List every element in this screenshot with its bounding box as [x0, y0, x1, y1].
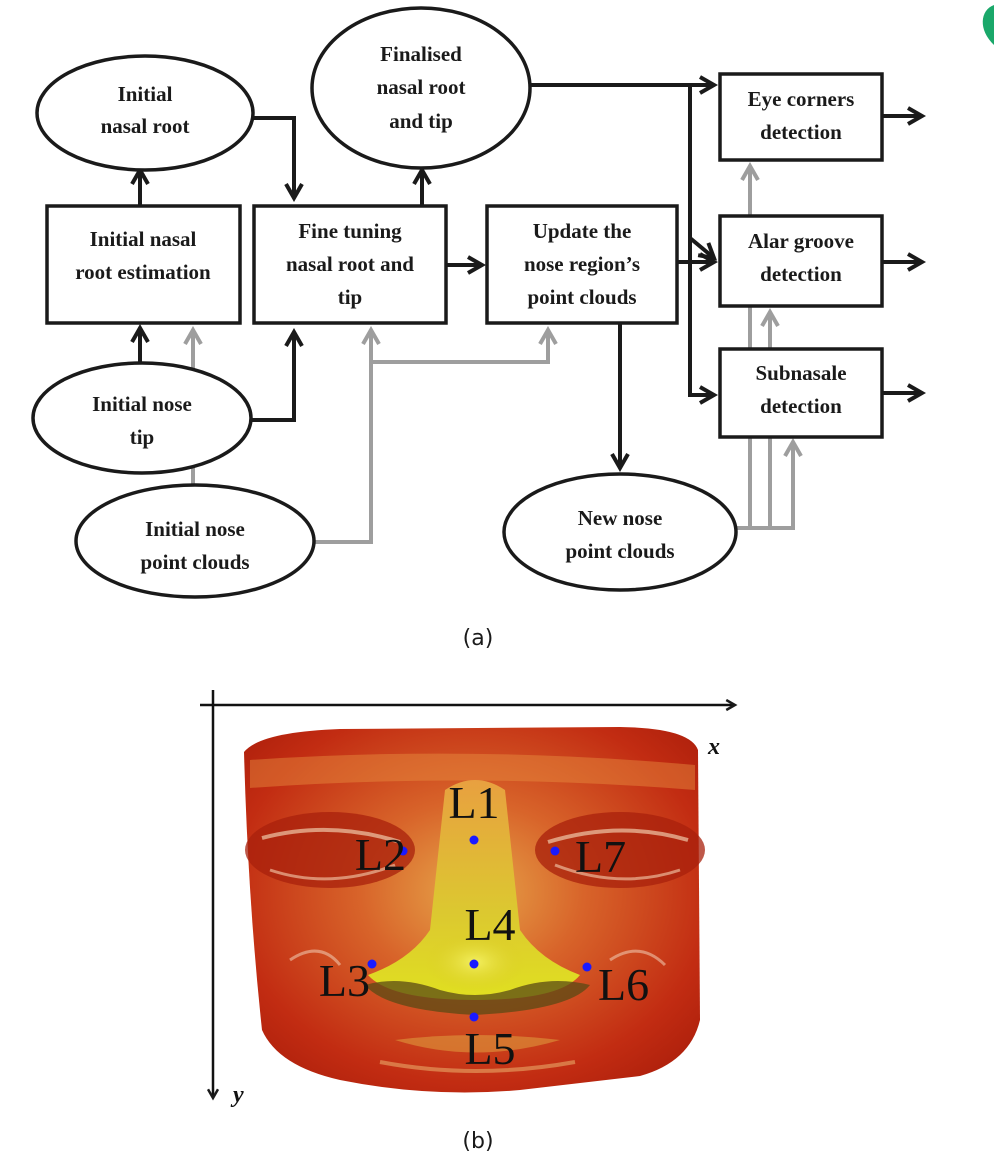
node-initial-nose-point-clouds-line-1: Initial nose	[145, 517, 245, 541]
node-fine-tuning: Fine tuning nasal root and tip	[252, 204, 448, 325]
landmark-label-l6: L6	[598, 959, 649, 1010]
node-fine-tuning-line-3: tip	[338, 285, 363, 309]
node-initial-nasal-root: Initial nasal root	[35, 54, 255, 172]
face-render-image	[244, 727, 705, 1093]
node-new-nose-point-clouds-line-1: New nose	[578, 506, 663, 530]
node-alar-groove-line-2: detection	[760, 262, 842, 286]
node-initial-root-estimation-line-2: root estimation	[75, 260, 211, 284]
landmark-dot-l3	[367, 959, 377, 969]
node-initial-root-estimation-line-1: Initial nasal	[90, 227, 197, 251]
node-subnasale-detection: Subnasale detection	[718, 347, 884, 439]
node-eye-corners-line-1: Eye corners	[748, 87, 855, 111]
corner-leaf-icon	[982, 5, 994, 45]
landmark-dots	[367, 835, 592, 1022]
node-fine-tuning-line-2: nasal root and	[286, 252, 414, 276]
edge-initial-root-to-finetune	[254, 116, 304, 203]
node-alar-groove-line-1: Alar groove	[748, 229, 854, 253]
node-subnasale-line-1: Subnasale	[755, 361, 846, 385]
node-finalised-line-2: nasal root	[377, 75, 466, 99]
caption-a: (a)	[463, 626, 494, 651]
node-initial-nose-point-clouds-line-2: point clouds	[140, 550, 249, 574]
landmark-label-l5: L5	[464, 1023, 515, 1074]
node-initial-nose-tip: Initial nose tip	[31, 361, 253, 475]
node-finalised: Finalised nasal root and tip	[310, 6, 532, 170]
node-eye-corners-line-2: detection	[760, 120, 842, 144]
caption-b: (b)	[462, 1129, 493, 1154]
node-update-nose-region: Update the nose region’s point clouds	[485, 204, 679, 325]
landmark-label-l7: L7	[575, 831, 626, 882]
face-figure: x y	[200, 690, 738, 1154]
edge-nosetip-to-finetune	[250, 327, 304, 422]
landmark-label-l3: L3	[319, 955, 370, 1006]
node-update-nose-region-line-1: Update the	[533, 219, 632, 243]
node-initial-nose-tip-line-1: Initial nose	[92, 392, 192, 416]
landmark-dot-l2	[398, 846, 408, 856]
x-axis-label: x	[707, 734, 720, 760]
landmark-dot-l6	[582, 962, 592, 972]
edge-new-clouds-to-subnasale	[770, 437, 803, 530]
landmark-dot-l4	[469, 959, 479, 969]
node-initial-nasal-root-line-2: nasal root	[101, 114, 190, 138]
landmark-dot-l5	[469, 1012, 479, 1022]
node-eye-corners-detection: Eye corners detection	[718, 72, 884, 162]
node-new-nose-point-clouds: New nose point clouds	[502, 472, 738, 592]
node-initial-nose-point-clouds: Initial nose point clouds	[74, 483, 316, 599]
edge-finalised-down-trunk	[688, 85, 719, 405]
landmark-label-l2: L2	[355, 829, 406, 880]
node-initial-root-estimation: Initial nasal root estimation	[45, 204, 242, 325]
edge-trunk-to-alar	[688, 236, 718, 261]
node-finalised-line-1: Finalised	[380, 42, 462, 66]
node-initial-nasal-root-line-1: Initial	[118, 82, 173, 106]
node-alar-groove-detection: Alar groove detection	[718, 214, 884, 308]
landmark-label-l4: L4	[464, 899, 515, 950]
landmark-dot-l7	[550, 846, 560, 856]
node-update-nose-region-line-2: nose region’s	[524, 252, 640, 276]
node-fine-tuning-line-1: Fine tuning	[298, 219, 402, 243]
y-axis-label: y	[230, 1082, 244, 1108]
node-new-nose-point-clouds-line-2: point clouds	[565, 539, 674, 563]
node-update-nose-region-line-3: point clouds	[527, 285, 636, 309]
landmark-dot-l1	[469, 835, 479, 845]
node-finalised-line-3: and tip	[389, 109, 453, 133]
landmark-label-l1: L1	[448, 777, 499, 828]
flow-diagram: Initial nasal root Finalised nasal root …	[31, 6, 927, 651]
node-initial-nose-tip-line-2: tip	[130, 425, 155, 449]
node-subnasale-line-2: detection	[760, 394, 842, 418]
